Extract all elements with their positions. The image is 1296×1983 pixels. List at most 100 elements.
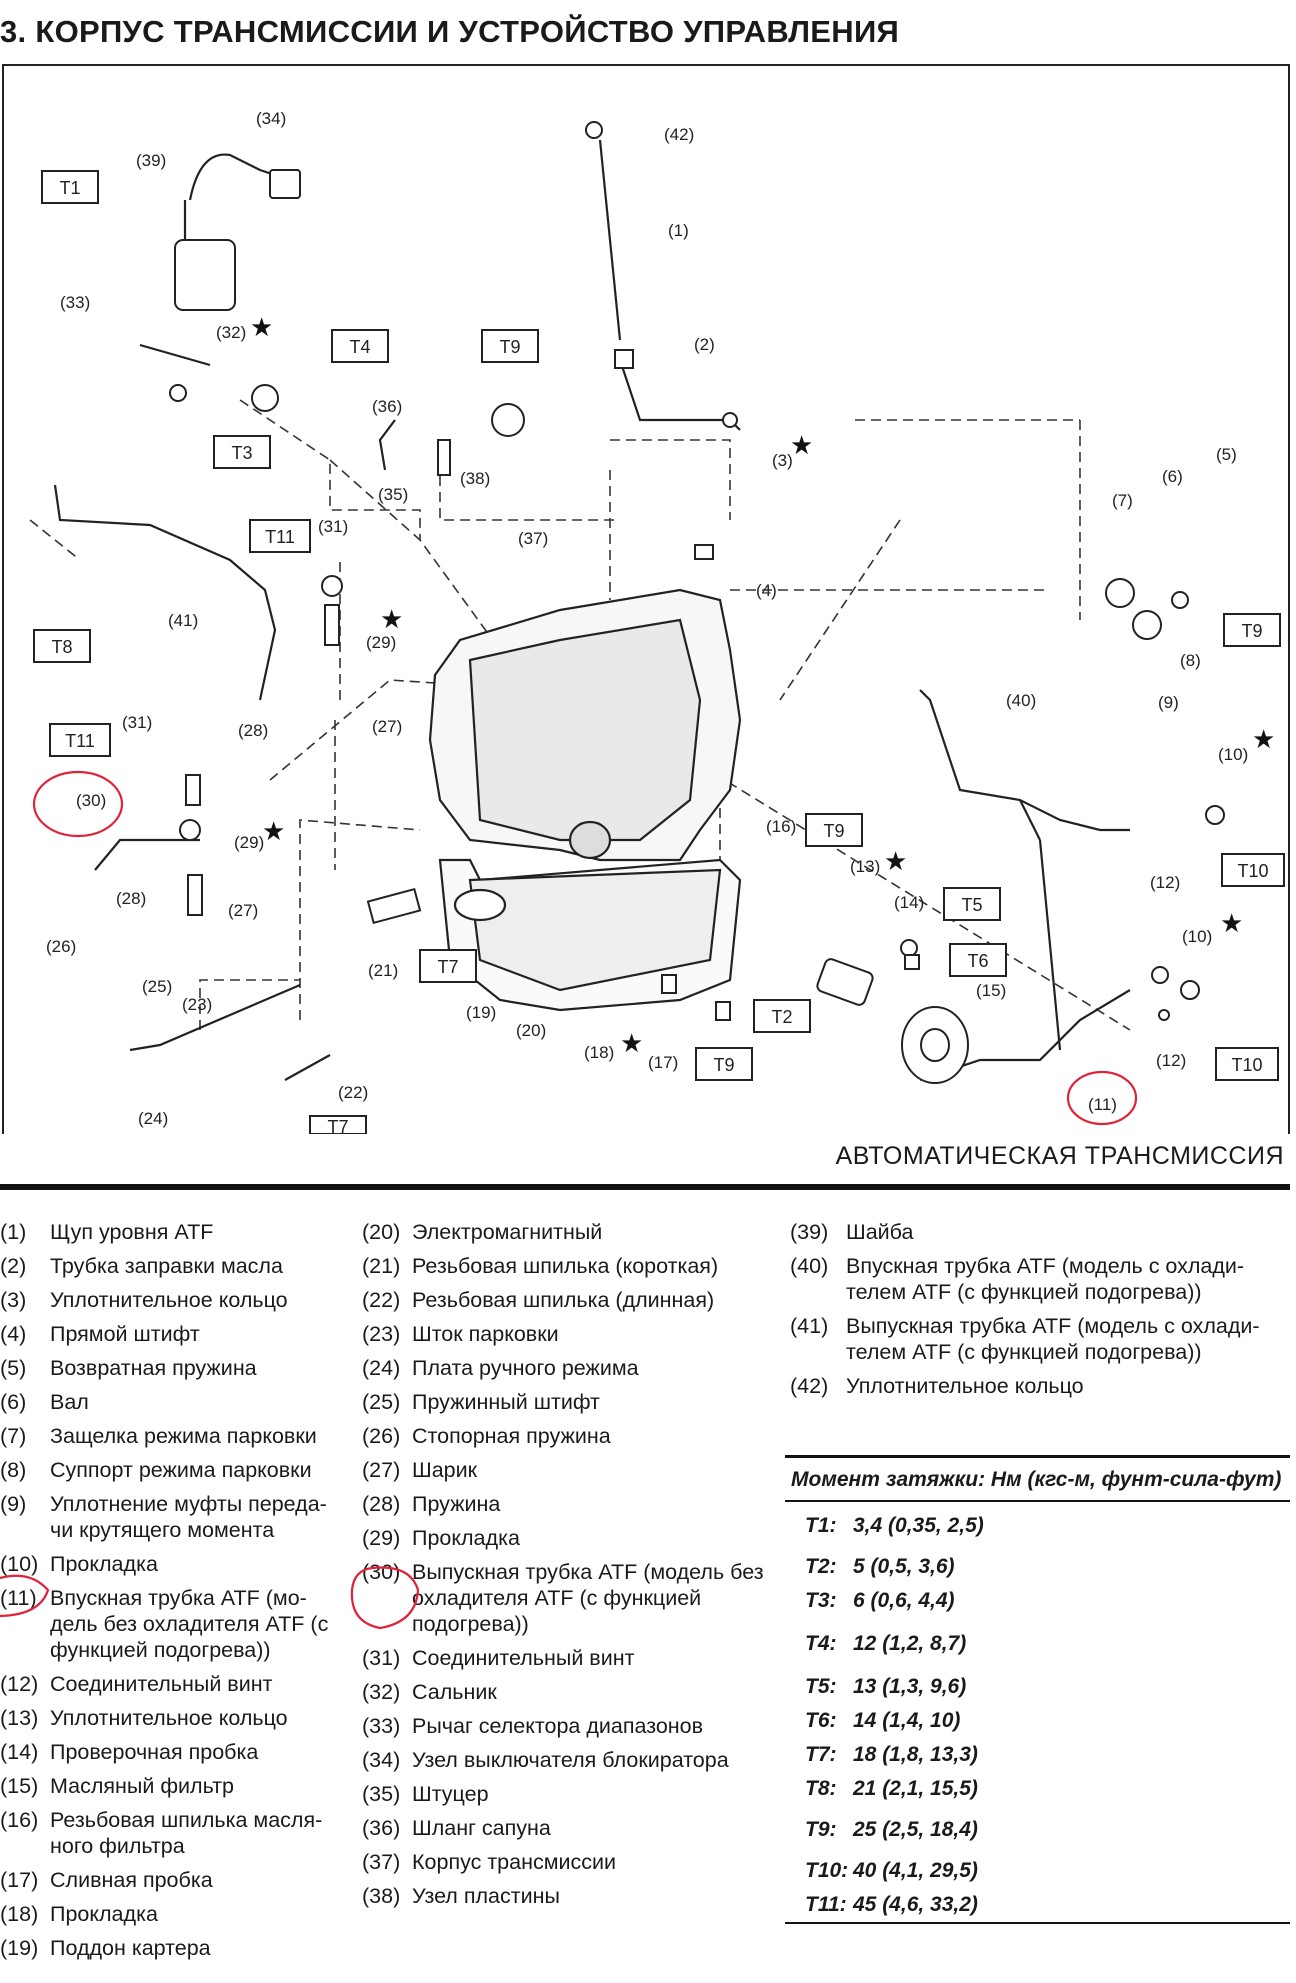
legend-number: (29) — [362, 1526, 401, 1550]
torque-box-t4: T4 — [331, 329, 389, 363]
legend-number: (39) — [790, 1220, 829, 1244]
legend-item: (24)Плата ручного режима — [362, 1351, 782, 1385]
torque-box-t11: T11 — [249, 519, 311, 553]
callout-40: (40) — [1006, 691, 1036, 710]
legend-number: (14) — [0, 1740, 39, 1764]
torque-box-t9: T9 — [695, 1047, 753, 1081]
legend-item: (13)Уплотнительное кольцо — [0, 1701, 350, 1735]
torque-value: 40 (4,1, 29,5) — [853, 1859, 978, 1882]
svg-text:T6: T6 — [967, 951, 988, 971]
legend-item: (11)Впускная трубка ATF (мо-дель без охл… — [0, 1581, 350, 1667]
legend-item: (42)Уплотнительное кольцо — [790, 1369, 1290, 1403]
torque-heading: Момент затяжки: Нм (кгс-м, фунт-сила-фут… — [785, 1458, 1290, 1502]
callout-15: (15) — [976, 981, 1006, 1000]
legend-item: (38)Узел пластины — [362, 1879, 782, 1913]
legend-item: (1) Щуп уровня ATF — [0, 1215, 350, 1249]
torque-key: T2: — [805, 1555, 837, 1578]
legend-number: (21) — [362, 1254, 401, 1278]
legend-column-3: (39)Шайба(40)Впускная трубка ATF (модель… — [790, 1215, 1290, 1403]
legend-item: (33)Рычаг селектора диапазонов — [362, 1709, 782, 1743]
torque-key: T11: — [805, 1893, 847, 1916]
legend-text: Прокладка — [50, 1552, 158, 1576]
legend-item: (41)Выпускная трубка ATF (модель с охлад… — [790, 1309, 1290, 1369]
callout-12: (12) — [1156, 1051, 1186, 1070]
legend-text: Узел выключателя блокиратора — [412, 1748, 729, 1772]
svg-text:T11: T11 — [65, 731, 95, 751]
legend-text: Узел пластины — [412, 1884, 560, 1908]
legend-text: Возвратная пружина — [50, 1356, 257, 1380]
svg-text:T9: T9 — [823, 821, 844, 841]
callout-1: (1) — [668, 221, 689, 240]
callout-36: (36) — [372, 397, 402, 416]
callout-37: (37) — [518, 529, 548, 548]
torque-key: T9: — [805, 1818, 837, 1841]
callout-38: (38) — [460, 469, 490, 488]
legend-text: Сливная пробка — [50, 1868, 213, 1892]
callout-3: (3) — [772, 451, 793, 470]
svg-text:T4: T4 — [349, 337, 370, 357]
callout-5: (5) — [1216, 445, 1237, 464]
legend-number: (42) — [790, 1374, 829, 1398]
svg-text:T9: T9 — [1241, 621, 1262, 641]
legend-number: (23) — [362, 1322, 401, 1346]
torque-box-t6: T6 — [949, 943, 1007, 977]
torque-boxes: T1 T3 T4 T9 T11 T8 T11 T9 T10 T9 T5 T6 T… — [33, 170, 1285, 1134]
diagram-frame — [2, 64, 1290, 1134]
torque-value: 13 (1,3, 9,6) — [853, 1675, 967, 1698]
legend-number: (1) — [0, 1220, 27, 1244]
legend-item: (14)Проверочная пробка — [0, 1735, 350, 1769]
legend-number: (18) — [0, 1902, 39, 1926]
legend-number: (22) — [362, 1288, 401, 1312]
legend-column-1: (1) Щуп уровня ATF (2)Трубка заправки масл… — [0, 1215, 350, 1965]
transmission-case-outline — [428, 588, 742, 1012]
svg-text:T3: T3 — [231, 443, 252, 463]
callout-27: (27) — [372, 717, 402, 736]
legend-text: Впускная трубка ATF (мо-дель без охладит… — [50, 1586, 329, 1662]
legend-number: (5) — [0, 1356, 27, 1380]
torque-value: 25 (2,5, 18,4) — [853, 1818, 978, 1841]
callout-29: (29) — [234, 833, 264, 852]
legend-item: (36)Шланг сапуна — [362, 1811, 782, 1845]
legend-number: (26) — [362, 1424, 401, 1448]
legend-number: (27) — [362, 1458, 401, 1482]
legend-text: Уплотнительное кольцо — [50, 1288, 288, 1312]
legend-item: (23)Шток парковки — [362, 1317, 782, 1351]
callout-14: (14) — [894, 893, 924, 912]
torque-row: T5:13 (1,3, 9,6) — [785, 1670, 1290, 1704]
svg-text:T11: T11 — [265, 527, 295, 547]
callout-29: (29) — [366, 633, 396, 652]
torque-key: T7: — [805, 1743, 837, 1766]
callout-32: (32) — [216, 323, 246, 342]
legend-number: (17) — [0, 1868, 39, 1892]
legend-number: (4) — [0, 1322, 27, 1346]
small-components — [169, 121, 1225, 1084]
legend-number: (30) — [362, 1560, 401, 1584]
callout-24: (24) — [138, 1109, 168, 1128]
torque-box-t8: T8 — [33, 629, 91, 663]
legend-number: (28) — [362, 1492, 401, 1516]
legend-number: (41) — [790, 1314, 829, 1338]
callout-22: (22) — [338, 1083, 368, 1102]
torque-row: T4:12 (1,2, 8,7) — [785, 1618, 1290, 1670]
callout-10: (10) — [1182, 927, 1212, 946]
torque-value: 12 (1,2, 8,7) — [853, 1632, 967, 1655]
torque-key: T3: — [805, 1589, 837, 1612]
svg-text:T1: T1 — [59, 178, 80, 198]
legend-item: (5) Возвратная пружина — [0, 1351, 350, 1385]
torque-value: 18 (1,8, 13,3) — [853, 1743, 978, 1766]
torque-row: T3:6 (0,6, 4,4) — [785, 1584, 1290, 1618]
callout-21: (21) — [368, 961, 398, 980]
legend-item: (2)Трубка заправки масла — [0, 1249, 350, 1283]
legend-text: Поддон картера — [50, 1936, 211, 1960]
legend-item: (6)Вал — [0, 1385, 350, 1419]
torque-row: T10:40 (4,1, 29,5) — [785, 1854, 1290, 1888]
legend-text: Суппорт режима парковки — [50, 1458, 312, 1482]
legend-number: (36) — [362, 1816, 401, 1840]
legend-text: Стопорная пружина — [412, 1424, 611, 1448]
legend-text: Щуп уровня ATF — [50, 1220, 214, 1244]
torque-key: T10: — [805, 1859, 849, 1882]
torque-box-t9: T9 — [1223, 613, 1281, 647]
legend-item: (15)Масляный фильтр — [0, 1769, 350, 1803]
torque-value: 45 (4,6, 33,2) — [853, 1893, 978, 1916]
legend-column-2: (20)Электромагнитный(21)Резьбовая шпильк… — [362, 1215, 782, 1913]
